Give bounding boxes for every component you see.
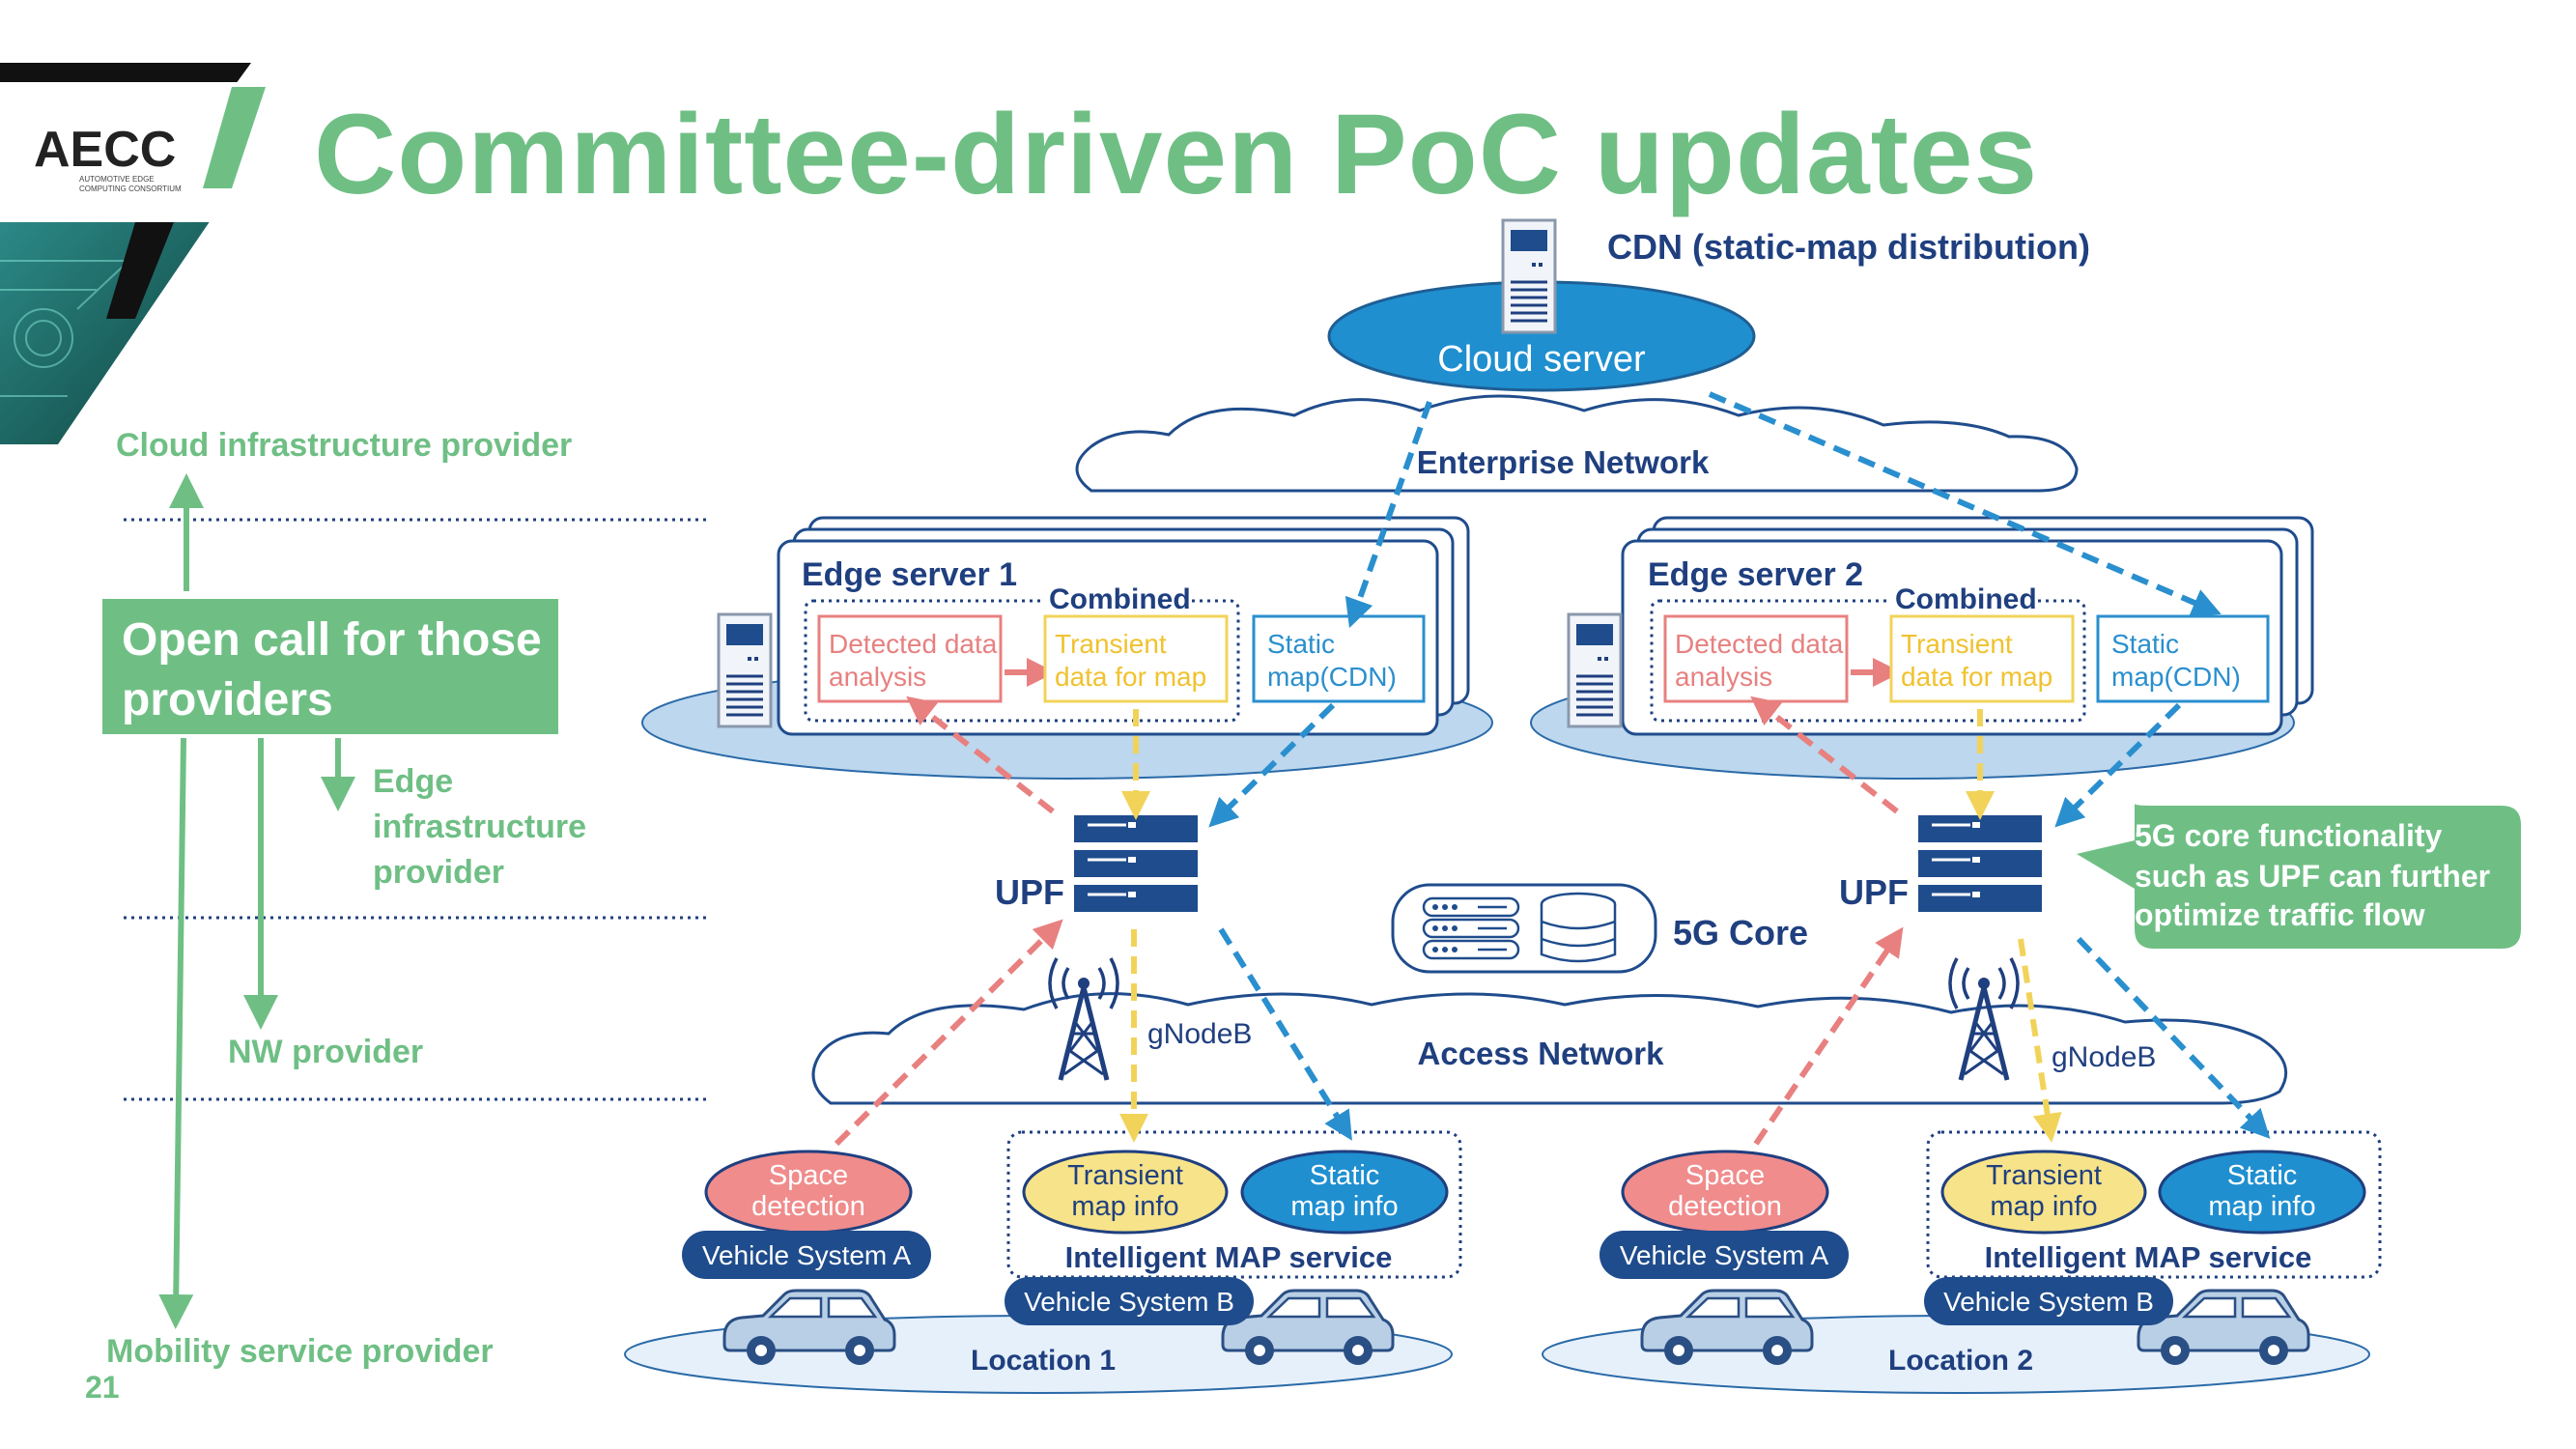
- cloud-server-label: Cloud server: [1437, 339, 1646, 380]
- cloud-server-icon: [1501, 218, 1557, 334]
- logo-subtitle: AUTOMOTIVE EDGE: [79, 175, 155, 184]
- transient-map-info-2-label: Transient: [1986, 1160, 2102, 1191]
- vehicle-system-b-1-label: Vehicle System B: [1024, 1287, 1234, 1317]
- vehicle-system-a-2: [1599, 1231, 1849, 1279]
- edge-server-1-static-box: [1252, 614, 1426, 703]
- open-call-line: Open call for those: [122, 614, 542, 666]
- edge-server-2-static-label: map(CDN): [2111, 662, 2241, 692]
- static-map-info-1-label: Static: [1310, 1160, 1380, 1191]
- callout-text: optimize traffic flow: [2135, 897, 2425, 932]
- mobility-provider-label: Mobility service provider: [106, 1333, 494, 1370]
- open-call-line: providers: [122, 674, 333, 725]
- edge-provider-label: Edge: [373, 763, 453, 800]
- edge-server-1-combined-label: Combined: [1049, 583, 1191, 615]
- transient-map-info-2: [1940, 1150, 2147, 1235]
- edge-server-2-transient-label: Transient: [1901, 629, 2013, 659]
- map-service-2-label: Intelligent MAP service: [1985, 1240, 2312, 1274]
- logo-decoration: [0, 63, 266, 444]
- transient-map-info-1-label: map info: [1071, 1191, 1178, 1222]
- upf-2-label: UPF: [1839, 872, 1909, 912]
- edge-server-2-combined-label: Combined: [1895, 583, 2037, 615]
- location-1-label: Location 1: [971, 1345, 1116, 1377]
- map-service-2-box: [1926, 1130, 2382, 1279]
- edge-server-1-combined-box: [804, 599, 1240, 723]
- edge-provider-label: provider: [373, 854, 504, 891]
- static-map-info-2: [2158, 1150, 2366, 1235]
- arrow-to-mobility-provider: [158, 737, 194, 1329]
- access-network-cloud: [811, 992, 2288, 1105]
- edge-server-2-detected-label: analysis: [1675, 662, 1772, 692]
- transient-map-info-2-label: map info: [1990, 1191, 2097, 1222]
- callout-bubble: [2077, 804, 2521, 949]
- flow-arrows: [834, 391, 2271, 1147]
- enterprise-network-label: Enterprise Network: [1417, 444, 1710, 480]
- static-map-info-1-label: map info: [1290, 1191, 1398, 1222]
- logo-subtitle: COMPUTING CONSORTIUM: [79, 185, 182, 193]
- edge-server-2-detected-label: Detected data: [1675, 629, 1844, 659]
- edge-server-2-static-label: Static: [2111, 629, 2179, 659]
- gnodeb-1-label: gNodeB: [1147, 1018, 1252, 1050]
- edge-server-2-detected-box: [1663, 614, 1849, 703]
- transient-map-info-1: [1022, 1150, 1229, 1235]
- 5g-core-label: 5G Core: [1673, 913, 1808, 952]
- map-service-1-box: [1006, 1130, 1462, 1279]
- static-map-info-1: [1240, 1150, 1449, 1235]
- vehicle-system-b-2-label: Vehicle System B: [1943, 1287, 2154, 1317]
- edge-server-2-combined-box: [1650, 599, 2086, 723]
- edge-server-1-static-label: Static: [1267, 629, 1335, 659]
- 5g-core-icon: [1422, 892, 1617, 963]
- vehicle-system-a-2-label: Vehicle System A: [1620, 1240, 1829, 1270]
- edge-server-1-detected-label: Detected data: [829, 629, 998, 659]
- upf-1-icon: [1072, 813, 1200, 914]
- edge-server-2-transient-box: [1889, 614, 2075, 703]
- edge-server-1-transient-box: [1043, 614, 1229, 703]
- edge-server-1-detected-label: analysis: [829, 662, 926, 692]
- edge-server-2-transient-label: data for map: [1901, 662, 2052, 692]
- logo-text: AECC: [34, 122, 176, 178]
- static-map-info-2-label: Static: [2227, 1160, 2298, 1191]
- space-detection-1-label: Space: [769, 1160, 848, 1191]
- edge-server-2-title: Edge server 2: [1648, 556, 1863, 593]
- cdn-label: CDN (static-map distribution): [1607, 227, 2090, 267]
- edge-server-2-icon: [1567, 612, 1623, 728]
- nw-provider-label: NW provider: [228, 1034, 423, 1070]
- static-map-info-2-label: map info: [2208, 1191, 2315, 1222]
- vehicle-system-b-1: [1005, 1277, 1254, 1325]
- open-call-box: [102, 599, 558, 734]
- transient-map-info-1-label: Transient: [1067, 1160, 1183, 1191]
- edge-server-1-static-label: map(CDN): [1267, 662, 1397, 692]
- vehicle-system-a-1: [682, 1231, 931, 1279]
- callout-text: such as UPF can further: [2135, 859, 2490, 894]
- space-detection-2-label: detection: [1668, 1191, 1782, 1222]
- cloud-infrastructure-provider-label: Cloud infrastructure provider: [116, 427, 572, 464]
- edge-server-1-icon: [717, 612, 773, 728]
- space-detection-1-label: detection: [751, 1191, 865, 1222]
- callout-text: 5G core functionality: [2135, 818, 2442, 853]
- gnodeb-2-label: gNodeB: [2052, 1041, 2156, 1073]
- upf-1-label: UPF: [995, 872, 1064, 912]
- edge-server-1-transient-label: data for map: [1055, 662, 1206, 692]
- edge-server-1-title: Edge server 1: [802, 556, 1017, 593]
- edge-server-1-transient-label: Transient: [1055, 629, 1167, 659]
- slide-title: Committee-driven PoC updates: [314, 91, 2039, 218]
- vehicle-system-b-2: [1924, 1277, 2173, 1325]
- access-network-label: Access Network: [1418, 1036, 1665, 1071]
- enterprise-network-cloud: [1075, 394, 2079, 493]
- edge-provider-label: infrastructure: [373, 809, 586, 845]
- vehicle-system-a-1-label: Vehicle System A: [702, 1240, 912, 1270]
- upf-2-icon: [1916, 813, 2044, 914]
- edge-server-1-detected-box: [817, 614, 1003, 703]
- location-2-label: Location 2: [1888, 1345, 2033, 1377]
- edge-server-2-static-box: [2096, 614, 2270, 703]
- page-number: 21: [85, 1370, 120, 1405]
- provider-dividers: [124, 518, 710, 1101]
- map-service-1-label: Intelligent MAP service: [1065, 1240, 1393, 1274]
- space-detection-2-label: Space: [1685, 1160, 1765, 1191]
